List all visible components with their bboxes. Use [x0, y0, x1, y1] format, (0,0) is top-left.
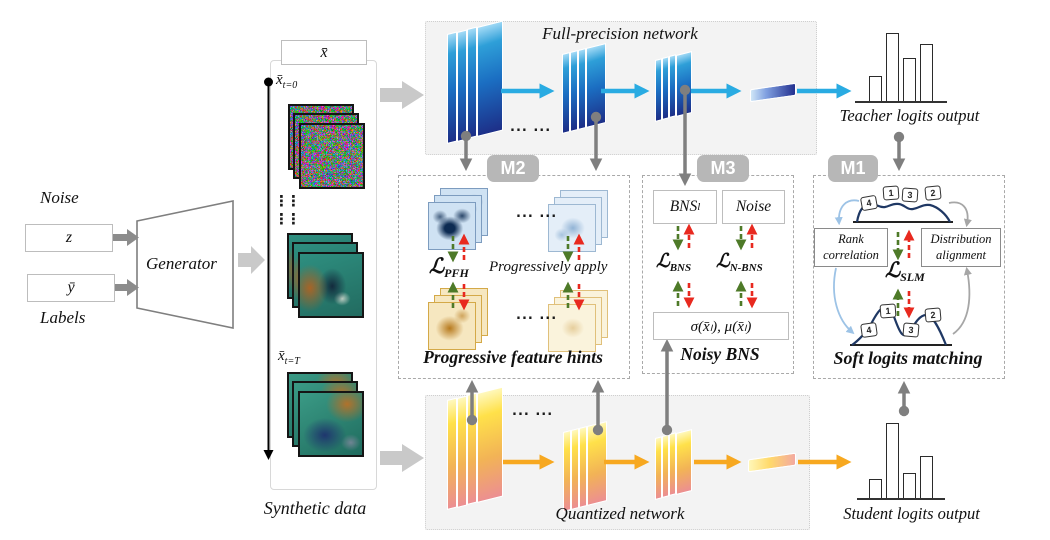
timeline-ellipsis: ⋮⋮ [274, 192, 301, 210]
loss-nbns: ℒN-BNS [716, 251, 763, 275]
xbar-box: x̄ [281, 40, 367, 65]
m2-dots-bottom: ... ... [516, 308, 558, 323]
input-arrows [112, 229, 139, 296]
labels-label: Labels [40, 308, 86, 327]
student-rank-chip: 1 [879, 303, 897, 319]
student-network-title: Quantized network [555, 504, 685, 523]
xbar-label: x̄ [320, 43, 328, 61]
student-rank-chip: 4 [860, 321, 878, 339]
synthetic-data-caption: Synthetic data [263, 498, 367, 518]
logit-bar [920, 44, 933, 101]
teacher-rank-chip: 1 [882, 185, 900, 201]
generator-label: Generator [146, 254, 217, 273]
logit-bar [903, 58, 916, 101]
bn-stats-box: σ(x̄ₗ), μ(x̄ₗ) [653, 312, 789, 340]
noise-box: Noise [722, 190, 785, 224]
xt0-label: x̄t=0 [276, 72, 298, 91]
timeline-ellipsis-2: ⋮⋮ [274, 210, 301, 228]
logit-bar [869, 479, 882, 498]
student-rank-chip: 2 [924, 307, 942, 323]
generator-to-synthetic-arrow [238, 246, 265, 274]
logit-bar [920, 456, 933, 498]
m3-caption: Noisy BNS [680, 344, 760, 364]
teacher-logits-chart [855, 31, 947, 103]
logit-bar [886, 33, 899, 101]
m2-caption: Progressive feature hints [423, 347, 603, 367]
synthetic-to-student-arrow [380, 444, 424, 472]
teacher-rank-chip: 3 [901, 187, 919, 203]
loss-bns: ℒBNS [656, 251, 692, 275]
m2-badge: M2 [487, 155, 539, 182]
noise-label: Noise [40, 188, 79, 207]
xtT-label: x̄t=T [278, 348, 300, 367]
teacher-network-title: Full-precision network [542, 24, 698, 43]
m2-dots-top: ... ... [516, 206, 558, 221]
teacher-dots: ... ... [510, 120, 552, 135]
m1-caption: Soft logits matching [833, 348, 983, 368]
teacher-rank-chip: 4 [859, 194, 879, 212]
y-input-box: ȳ [27, 274, 115, 302]
synthetic-to-teacher-arrow [380, 81, 424, 109]
loss-slm: ℒSLM [885, 258, 925, 285]
z-label: z [65, 229, 73, 246]
logit-bar [903, 473, 916, 498]
z-input-box: z [25, 224, 113, 252]
m3-badge: M3 [697, 155, 749, 182]
student-rank-chip: 3 [902, 322, 920, 338]
logit-bar [869, 76, 882, 101]
loss-pfh: ℒPFH [429, 254, 469, 281]
teacher-output-label: Teacher logits output [839, 106, 980, 125]
m1-badge: M1 [828, 155, 878, 182]
teacher-rank-chip: 2 [924, 185, 942, 201]
logit-bar [886, 423, 899, 498]
progressively-apply-label: Progressively apply [489, 259, 608, 275]
student-dots: ... ... [512, 404, 554, 419]
y-label: ȳ [67, 279, 75, 296]
student-output-label: Student logits output [843, 504, 980, 523]
student-logits-chart [857, 420, 945, 500]
